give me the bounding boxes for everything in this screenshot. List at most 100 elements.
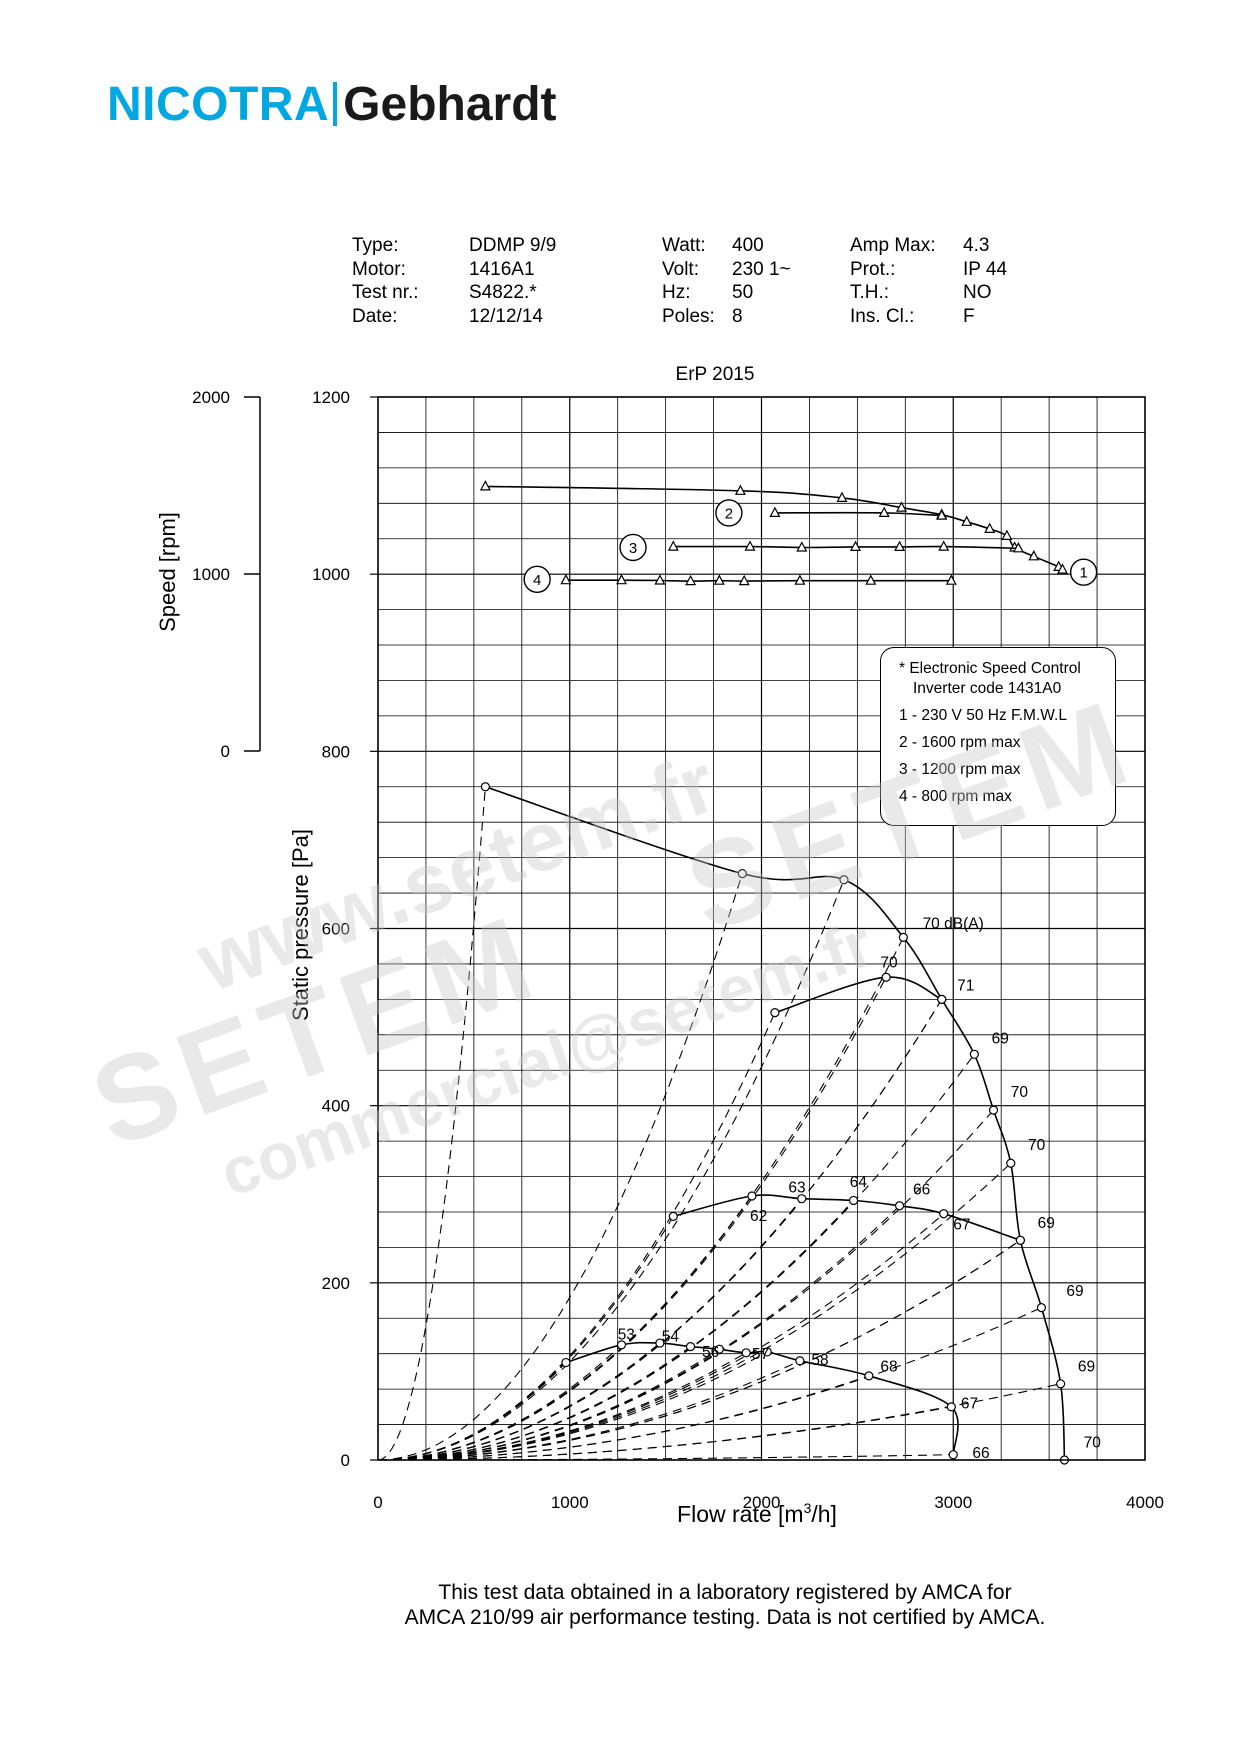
brand-logo: NICOTRA Gebhardt xyxy=(107,74,557,134)
noise-level-label: 64 xyxy=(850,1174,868,1191)
speed-point xyxy=(938,540,950,551)
pressure-point xyxy=(741,1348,751,1358)
spec-label: Motor: xyxy=(352,258,406,280)
speed-point xyxy=(865,574,877,585)
system-curve-dashed xyxy=(377,1109,994,1461)
speed-point xyxy=(1028,550,1040,561)
speed-point xyxy=(654,574,666,585)
speed-tick-label: 2000 xyxy=(192,388,230,407)
speed-control-legend: * Electronic Speed Control Inverter code… xyxy=(880,647,1116,826)
spec-label: Ins. Cl.: xyxy=(850,305,915,327)
spec-value: 1416A1 xyxy=(469,258,535,280)
curve-number-marker xyxy=(1069,558,1098,586)
curve-number-marker xyxy=(619,533,647,562)
speed-point xyxy=(984,522,996,534)
noise-level-label: 69 xyxy=(1038,1215,1055,1232)
speed-point xyxy=(685,574,697,586)
spec-labels-col3: Amp Max: Prot.: T.H.: Ins. Cl.: xyxy=(850,234,936,328)
brand-separator xyxy=(333,82,338,126)
y-tick-label: 600 xyxy=(322,920,350,939)
noise-level-label: 66 xyxy=(913,1181,930,1198)
speed-point xyxy=(479,480,491,491)
noise-level-label: 70 xyxy=(880,954,898,971)
y-tick-label: 0 xyxy=(341,1451,350,1470)
pressure-point xyxy=(1006,1158,1016,1168)
speed-point xyxy=(878,506,890,518)
noise-level-label: 70 xyxy=(1028,1137,1046,1154)
disclaimer-line-2: AMCA 210/99 air performance testing. Dat… xyxy=(404,1606,1046,1629)
speed-point xyxy=(850,540,861,552)
legend-title: * Electronic Speed Control xyxy=(899,660,1081,677)
noise-level-label: 67 xyxy=(953,1217,970,1234)
speed-point xyxy=(667,540,679,551)
y-tick-label: 1000 xyxy=(312,565,350,584)
speed-curve-3 xyxy=(673,545,1019,550)
pressure-point xyxy=(655,1338,665,1348)
noise-level-label: 69 xyxy=(1066,1283,1083,1300)
noise-level-label: 53 xyxy=(618,1327,635,1344)
speed-curve-2 xyxy=(774,511,942,517)
system-curve-dashed xyxy=(377,1360,801,1461)
legend-item-1: 1 - 230 V 50 Hz F.M.W.L xyxy=(899,707,1067,724)
legend-subtitle: Inverter code 1431A0 xyxy=(913,680,1062,697)
pressure-point xyxy=(864,1371,874,1381)
system-curve-dashed xyxy=(377,1348,720,1461)
system-curve-dashed xyxy=(377,1053,975,1461)
system-curve-dashed xyxy=(377,1362,567,1461)
pressure-point xyxy=(795,1356,805,1366)
pressure-point xyxy=(969,1049,979,1059)
legend-item-3: 3 - 1200 rpm max xyxy=(899,761,1021,778)
spec-values-col3: 4.3 IP 44 NO F xyxy=(963,234,1007,328)
speed-point xyxy=(744,540,756,551)
pressure-point xyxy=(747,1191,757,1201)
spec-label: Poles: xyxy=(662,305,715,327)
noise-level-label: 70 xyxy=(1084,1435,1102,1452)
x-label-text-end: /h] xyxy=(811,1501,837,1527)
pressure-point xyxy=(937,994,947,1004)
disclaimer-line-1: This test data obtained in a laboratory … xyxy=(438,1581,1012,1604)
spec-labels-col2: Watt: Volt: Hz: Poles: xyxy=(662,234,715,328)
legend-item-2: 2 - 1600 rpm max xyxy=(899,734,1021,751)
system-curve-dashed xyxy=(377,1342,661,1461)
noise-level-label: 69 xyxy=(992,1031,1009,1048)
system-curve-dashed xyxy=(377,1205,900,1461)
speed-point xyxy=(894,540,906,552)
spec-label: Prot.: xyxy=(850,258,896,280)
pressure-point xyxy=(668,1211,678,1221)
speed-curve-1 xyxy=(485,485,1064,571)
spec-value: DDMP 9/9 xyxy=(469,235,557,256)
spec-value: 400 xyxy=(732,235,764,256)
noise-level-label: 56 xyxy=(702,1344,719,1361)
speed-point xyxy=(836,491,848,502)
pressure-point xyxy=(988,1105,999,1115)
pressure-point xyxy=(685,1342,696,1352)
brand-name-nicotra: NICOTRA xyxy=(107,77,330,131)
pressure-point xyxy=(797,1194,807,1204)
pressure-point xyxy=(480,782,490,792)
speed-point xyxy=(1012,542,1024,553)
noise-level-label: 68 xyxy=(880,1358,897,1375)
pressure-point xyxy=(939,1209,949,1219)
legend-item-4: 4 - 800 rpm max xyxy=(899,788,1012,805)
curve-number-text: 3 xyxy=(629,540,637,557)
noise-level-label: 58 xyxy=(811,1352,828,1369)
spec-label: T.H.: xyxy=(850,282,890,303)
system-curve-dashed xyxy=(377,1344,622,1461)
spec-values-col1: DDMP 9/9 1416A1 S4822.* 12/12/14 xyxy=(469,234,556,328)
spec-labels-col1: Type: Motor: Test nr.: Date: xyxy=(352,234,419,328)
curve-number-text: 4 xyxy=(533,572,541,589)
system-curve-dashed xyxy=(377,1406,952,1461)
speed-point xyxy=(1057,563,1068,574)
pressure-point xyxy=(1056,1379,1066,1389)
curve-number-marker xyxy=(523,565,551,594)
noise-level-label: 66 xyxy=(972,1445,989,1462)
spec-value: F xyxy=(963,305,975,327)
system-curve-dashed xyxy=(377,1239,1021,1461)
noise-level-label: 70 dB(A) xyxy=(923,916,984,933)
noise-level-label: 69 xyxy=(1078,1358,1095,1375)
speed-point xyxy=(961,515,973,526)
x-label-superscript: 3 xyxy=(804,1500,812,1516)
